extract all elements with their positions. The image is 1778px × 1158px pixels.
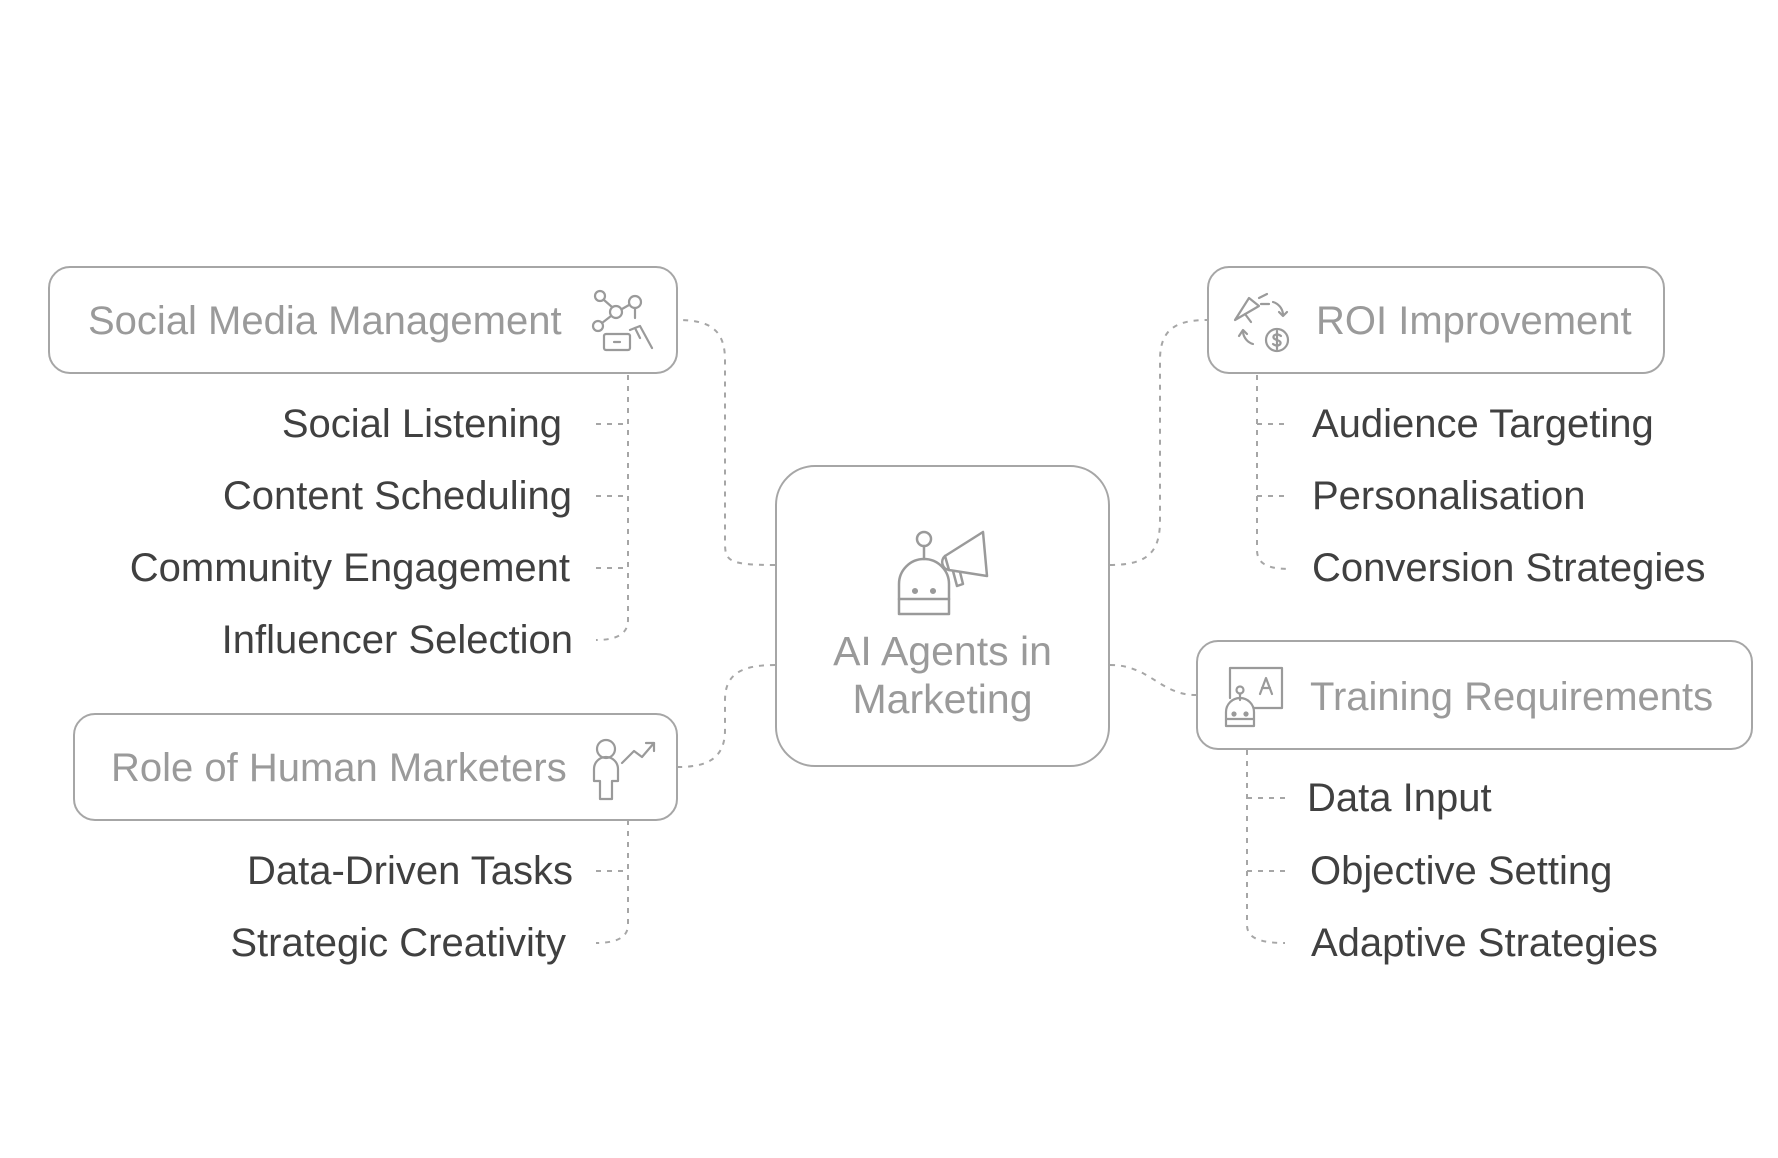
role-of-human-marketers-title: Role of Human Marketers (111, 746, 567, 790)
role-of-human-marketers-node: Role of Human Marketers (73, 713, 678, 821)
social-media-management-title: Social Media Management (88, 299, 562, 343)
social-item-social-listening: Social Listening (281, 402, 562, 446)
social-network-hand-icon (590, 288, 656, 354)
training-item-objective-setting: Objective Setting (1310, 849, 1613, 893)
training-item-adaptive-strategies: Adaptive Strategies (1311, 921, 1658, 965)
robot-megaphone-icon (887, 514, 997, 619)
training-requirements-title: Training Requirements (1310, 675, 1714, 719)
human-item-strategic-creativity: Strategic Creativity (230, 921, 566, 965)
roi-item-audience-targeting: Audience Targeting (1312, 402, 1654, 446)
roi-item-conversion-strategies: Conversion Strategies (1312, 546, 1706, 590)
connector-center-human-role (677, 664, 776, 768)
roi-improvement-title: ROI Improvement (1316, 299, 1632, 343)
social-item-influencer-selection: Influencer Selection (221, 618, 573, 662)
connector-center-training (1109, 664, 1197, 696)
center-title-line2: Marketing (852, 676, 1033, 722)
robot-training-board-icon (1220, 664, 1286, 730)
human-item-data-driven-tasks: Data-Driven Tasks (246, 849, 573, 893)
training-item-data-input: Data Input (1307, 776, 1492, 820)
social-item-community-engagement: Community Engagement (129, 546, 570, 590)
center-node: AI Agents in Marketing (775, 465, 1110, 767)
connector-center-roi (1109, 319, 1208, 566)
training-requirements-node: Training Requirements (1196, 640, 1753, 750)
connector-social-spine (595, 375, 629, 641)
roi-item-personalisation: Personalisation (1312, 474, 1586, 518)
connector-roi-spine (1256, 375, 1291, 570)
person-growth-icon (590, 735, 660, 803)
connector-training-spine (1246, 750, 1286, 944)
social-item-content-scheduling: Content Scheduling (222, 474, 572, 518)
center-title-line1: AI Agents in (833, 628, 1052, 674)
connector-human-spine (595, 820, 629, 944)
social-media-management-node: Social Media Management (48, 266, 678, 374)
roi-improvement-node: ROI Improvement (1207, 266, 1665, 374)
connector-center-social-media (677, 319, 776, 566)
megaphone-dollar-cycle-icon (1231, 292, 1297, 354)
